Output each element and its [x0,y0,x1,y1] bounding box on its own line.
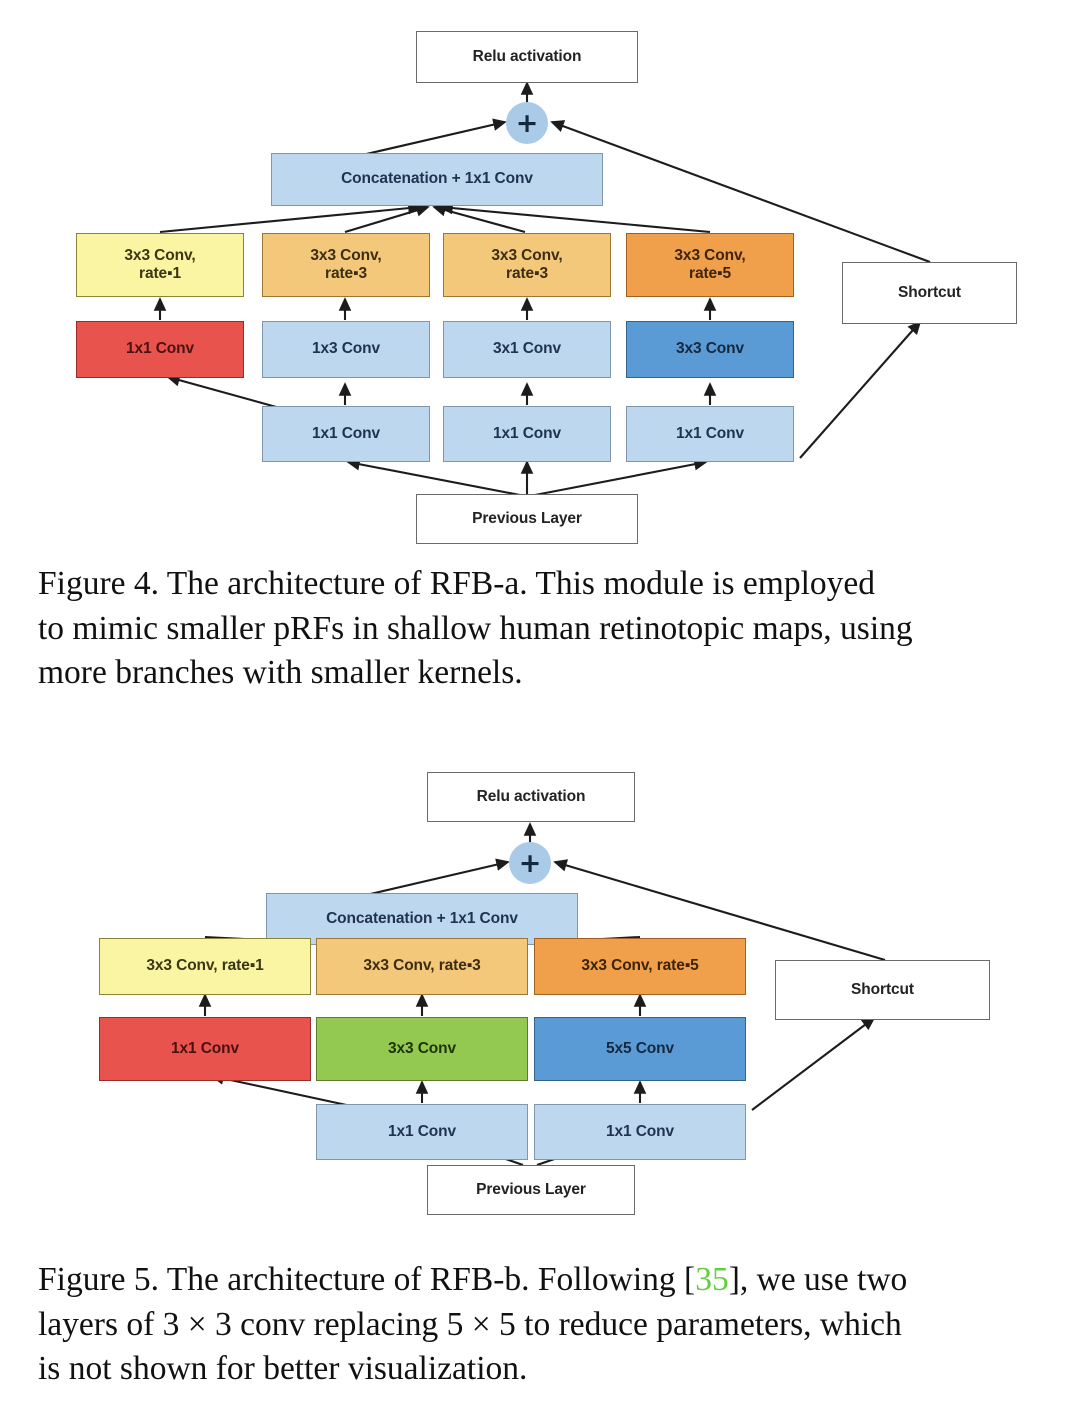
rfb-a-dilated-conv-4-label: 3x3 Conv, rate▪5 [674,247,745,284]
rfb-a-shortcut-box: Shortcut [842,262,1017,324]
rfb-a-conv-3x1-label: 3x1 Conv [492,340,562,358]
rfb-a-relu-label: Relu activation [472,47,582,65]
rfb-a-dilated-conv-2: 3x3 Conv, rate▪3 [262,233,430,297]
rfb-a-concatenation-label: Concatenation + 1x1 Conv [341,170,533,188]
caption-figure-4-line1: Figure 4. The architecture of RFB-a. Thi… [38,565,876,602]
rfb-a-conv-1x1: 1x1 Conv [76,321,244,378]
rfb-b-dilated-conv-3-label: 3x3 Conv, rate▪5 [581,957,699,975]
rfb-a-dilated-conv-4-line1: 3x3 Conv, [674,246,746,264]
rfb-a-plus-symbol: + [515,107,539,139]
rfb-b-conv-3x3-label: 3x3 Conv [387,1039,457,1057]
rfb-a-conv-3x1: 3x1 Conv [443,321,611,378]
rfb-a-dilated-conv-3-line2: rate▪3 [506,265,548,282]
caption-figure-5-line1-a: Figure 5. The architecture of RFB-b. Fol… [38,1261,696,1298]
rfb-a-dilated-conv-1: 3x3 Conv, rate▪1 [76,233,244,297]
rfb-a-sum-node: + [506,102,548,144]
rfb-a-shortcut-label: Shortcut [898,283,961,301]
rfb-b-dilated-conv-2: 3x3 Conv, rate▪3 [316,938,528,995]
rfb-a-dilated-conv-1-line1: 3x3 Conv, [124,246,196,264]
rfb-a-previous-layer-box: Previous Layer [416,494,638,544]
caption-figure-5-line1-b: ], we use two [728,1261,908,1298]
rfb-b-conv-3x3: 3x3 Conv [316,1017,528,1081]
rfb-a-concatenation-box: Concatenation + 1x1 Conv [271,153,603,206]
caption-figure-5: Figure 5. The architecture of RFB-b. Fol… [38,1258,1046,1392]
rfb-a-previous-layer-label: Previous Layer [472,509,582,527]
rfb-b-bottleneck-2-label: 1x1 Conv [605,1122,675,1140]
rfb-a-dilated-conv-2-line1: 3x3 Conv, [310,246,382,264]
rfb-b-conv-5x5: 5x5 Conv [534,1017,746,1081]
rfb-b-bottleneck-2: 1x1 Conv [534,1104,746,1160]
caption-figure-4: Figure 4. The architecture of RFB-a. Thi… [38,562,1046,696]
rfb-a-dilated-conv-1-label: 3x3 Conv, rate▪1 [124,247,195,284]
rfb-b-plus-symbol: + [518,847,542,879]
rfb-a-dilated-conv-2-line2: rate▪3 [325,265,367,282]
rfb-b-bottleneck-1: 1x1 Conv [316,1104,528,1160]
rfb-b-relu-label: Relu activation [476,787,586,805]
rfb-a-bottleneck-3-label: 1x1 Conv [675,424,745,442]
rfb-a-conv-3x3: 3x3 Conv [626,321,794,378]
caption-figure-5-line1: Figure 5. The architecture of RFB-b. Fol… [38,1258,1046,1303]
caption-figure-4-line3: more branches with smaller kernels. [38,654,523,692]
rfb-a-conv-3x3-label: 3x3 Conv [675,340,745,358]
rfb-b-relu-activation-box: Relu activation [427,772,635,822]
rfb-a-dilated-conv-3-line1: 3x3 Conv, [491,246,563,264]
rfb-b-dilated-conv-2-label: 3x3 Conv, rate▪3 [363,957,481,975]
rfb-a-bottleneck-1-label: 1x1 Conv [311,424,381,442]
rfb-b-conv-5x5-label: 5x5 Conv [605,1039,675,1057]
rfb-b-bottleneck-1-label: 1x1 Conv [387,1122,457,1140]
rfb-a-relu-activation-box: Relu activation [416,31,638,83]
rfb-a-conv-1x1-label: 1x1 Conv [125,340,195,358]
rfb-b-concatenation-label: Concatenation + 1x1 Conv [326,909,518,927]
rfb-b-previous-layer-label: Previous Layer [476,1180,586,1198]
rfb-a-dilated-conv-3: 3x3 Conv, rate▪3 [443,233,611,297]
rfb-b-dilated-conv-3: 3x3 Conv, rate▪5 [534,938,746,995]
rfb-a-conv-1x3-label: 1x3 Conv [311,340,381,358]
rfb-a-bottleneck-2: 1x1 Conv [443,406,611,462]
rfb-b-dilated-conv-1-label: 3x3 Conv, rate▪1 [146,957,264,975]
caption-figure-5-line3: is not shown for better visualization. [38,1350,528,1388]
rfb-b-conv-1x1-label: 1x1 Conv [170,1039,240,1057]
citation-reference-35[interactable]: 35 [695,1261,729,1298]
rfb-a-conv-1x3: 1x3 Conv [262,321,430,378]
figure-rfb-b: Relu activation + Concatenation + 1x1 Co… [0,728,1080,1246]
rfb-a-bottleneck-3: 1x1 Conv [626,406,794,462]
rfb-a-bottleneck-2-label: 1x1 Conv [492,424,562,442]
rfb-a-dilated-conv-1-line2: rate▪1 [139,265,181,282]
rfb-b-shortcut-box: Shortcut [775,960,990,1020]
rfb-a-bottleneck-1: 1x1 Conv [262,406,430,462]
rfb-b-dilated-conv-1: 3x3 Conv, rate▪1 [99,938,311,995]
rfb-b-shortcut-label: Shortcut [851,980,914,998]
rfb-a-dilated-conv-4: 3x3 Conv, rate▪5 [626,233,794,297]
figure-rfb-a: Relu activation + Concatenation + 1x1 Co… [0,0,1080,552]
rfb-a-dilated-conv-4-line2: rate▪5 [689,265,731,282]
caption-figure-5-line2: layers of 3 × 3 conv replacing 5 × 5 to … [38,1305,902,1343]
rfb-b-sum-node: + [509,842,551,884]
caption-figure-4-line2: to mimic smaller pRFs in shallow human r… [38,609,913,647]
rfb-a-dilated-conv-3-label: 3x3 Conv, rate▪3 [491,247,562,284]
rfb-a-dilated-conv-2-label: 3x3 Conv, rate▪3 [310,247,381,284]
rfb-b-conv-1x1: 1x1 Conv [99,1017,311,1081]
rfb-b-previous-layer-box: Previous Layer [427,1165,635,1215]
